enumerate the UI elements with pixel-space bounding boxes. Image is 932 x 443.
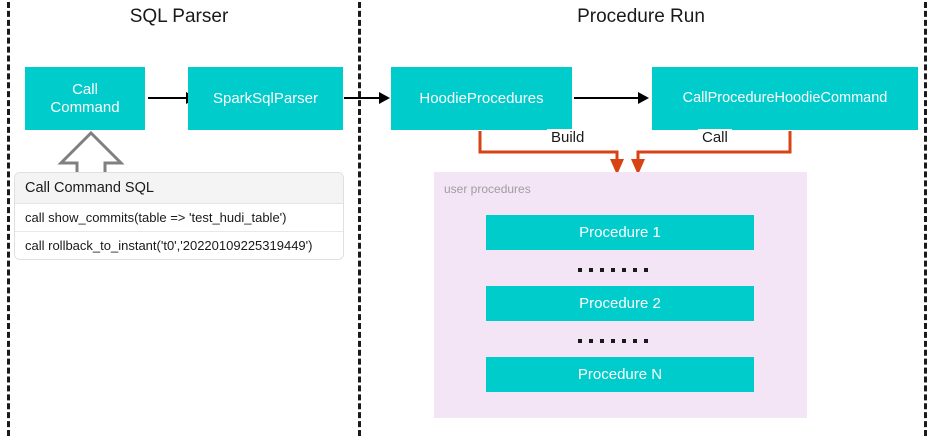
node-spark-sql-parser-label: SparkSqlParser <box>212 89 319 107</box>
edge-label-call: Call <box>698 129 732 146</box>
edge-spark-sql-parser-to-hoodie-procedures <box>344 97 381 99</box>
node-spark-sql-parser[interactable]: SparkSqlParser <box>188 67 343 130</box>
edge-hoodie-procedures-to-call-procedure-hoodie-command <box>574 97 639 99</box>
section-divider-right <box>924 2 927 436</box>
section-title-sql-parser: SQL Parser <box>129 6 229 27</box>
node-call-command-line2: Command <box>50 98 120 116</box>
node-hoodie-procedures-label: HoodieProcedures <box>419 89 544 107</box>
call-command-sql-row[interactable]: call rollback_to_instant('t0','202201092… <box>15 232 343 259</box>
node-call-command[interactable]: Call Command <box>25 67 145 130</box>
section-divider-middle <box>358 2 361 436</box>
node-procedure-n-label: Procedure N <box>577 365 663 383</box>
user-procedures-label: user procedures <box>444 182 531 196</box>
section-title-procedure-run: Procedure Run <box>577 6 705 27</box>
procedure-separator-dots <box>578 339 648 343</box>
edge-call-command-to-spark-sql-parser <box>148 97 187 99</box>
node-procedure-n[interactable]: Procedure N <box>486 357 754 392</box>
edge-label-build: Build <box>547 129 589 146</box>
call-command-sql-card: Call Command SQL call show_commits(table… <box>14 172 344 260</box>
node-call-procedure-hoodie-command-label: CallProcedureHoodieCommand <box>682 90 888 107</box>
call-command-sql-card-header: Call Command SQL <box>15 173 343 204</box>
node-call-command-line1: Call <box>72 81 98 99</box>
call-command-sql-row[interactable]: call show_commits(table => 'test_hudi_ta… <box>15 204 343 232</box>
node-call-procedure-hoodie-command[interactable]: CallProcedureHoodieCommand <box>652 67 918 130</box>
node-procedure-2-label: Procedure 2 <box>579 294 661 312</box>
node-procedure-1-label: Procedure 1 <box>579 223 661 241</box>
edge-spark-sql-parser-to-hoodie-procedures-arrowhead <box>379 92 390 104</box>
node-hoodie-procedures[interactable]: HoodieProcedures <box>391 67 572 130</box>
section-divider-left <box>7 2 10 436</box>
procedure-separator-dots <box>578 268 648 272</box>
node-procedure-1[interactable]: Procedure 1 <box>486 215 754 250</box>
edge-hoodie-procedures-to-call-procedure-hoodie-command-arrowhead <box>638 92 649 104</box>
node-procedure-2[interactable]: Procedure 2 <box>486 286 754 321</box>
